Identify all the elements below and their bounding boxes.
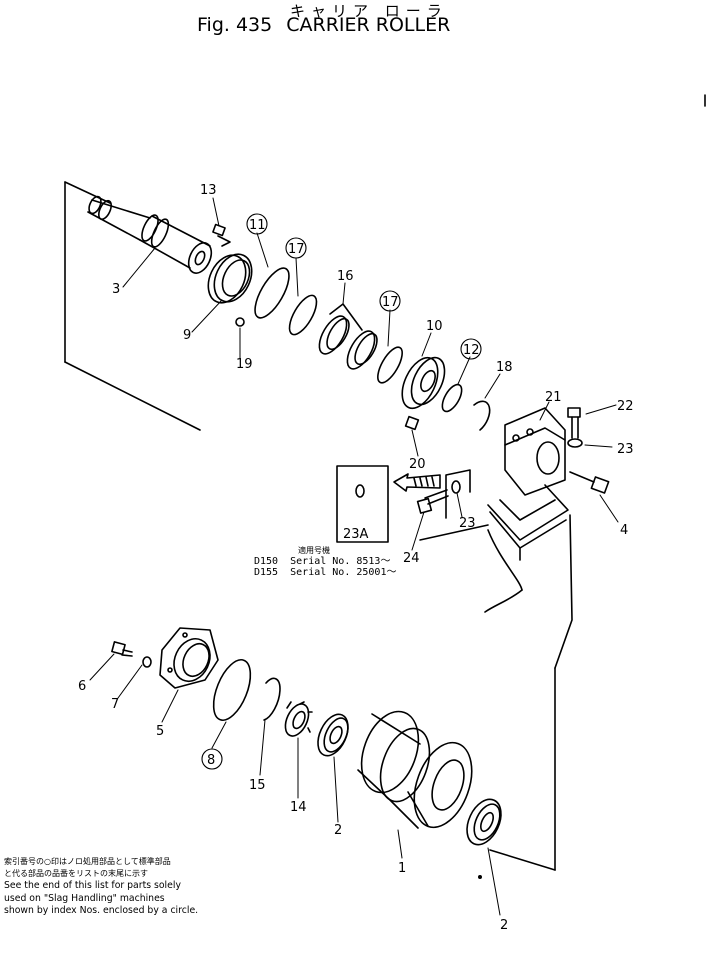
- footnote-jp-1: 索引番号の○印はノロ処用部品として標準部品: [4, 857, 171, 866]
- applicable-serial-table: 適用号機 D150 Serial No. 8513～ D155 Serial N…: [254, 545, 396, 578]
- serial-row: D155 Serial No. 25001～: [254, 567, 397, 578]
- figure-name: CARRIER ROLLER: [286, 14, 451, 36]
- callout-13: 13: [200, 183, 217, 198]
- callout-15: 15: [249, 778, 266, 793]
- callout-17: 17: [288, 242, 305, 257]
- callout-9: 9: [183, 328, 191, 343]
- callout-17: 17: [382, 295, 399, 310]
- floating-seal-16: [318, 303, 378, 370]
- bolt-4: [569, 471, 610, 494]
- figure-number: Fig. 435: [197, 14, 273, 36]
- washer-23-lower: [451, 480, 461, 494]
- o-ring-12: [441, 383, 463, 413]
- frame-lines-mid: [419, 514, 573, 871]
- footnote-jp-2: と代る部品の品番をリストの末尾に示す: [4, 869, 148, 879]
- o-ring-17a: [288, 294, 318, 336]
- footnote-en-2: used on "Slag Handling" machines: [4, 892, 165, 904]
- bolt-22: [567, 407, 581, 439]
- upper-frame-lines: [64, 94, 706, 431]
- callout-2: 2: [500, 918, 508, 933]
- callout-22: 22: [617, 399, 634, 414]
- footnote-en-1: See the end of this list for parts solel…: [4, 880, 181, 892]
- callout-5: 5: [156, 724, 164, 739]
- callout-10: 10: [426, 319, 443, 334]
- shaft-part: [87, 195, 213, 274]
- callout-23A: 23A: [343, 527, 369, 542]
- callout-16: 16: [337, 269, 354, 284]
- japanese-title: キャリア ローラ: [290, 2, 448, 20]
- callout-20: 20: [409, 457, 426, 472]
- leader-lines: [89, 197, 619, 916]
- washer-7: [142, 656, 152, 668]
- bearing-2-inner: [317, 713, 349, 757]
- callout-1: 1: [398, 861, 406, 876]
- o-ring-8: [212, 659, 252, 721]
- callout-12: 12: [463, 343, 480, 358]
- dot-mark: [477, 874, 482, 879]
- callout-18: 18: [496, 360, 513, 375]
- inset-box-23A: [336, 465, 389, 543]
- washer-23: [567, 438, 583, 448]
- bracket-23-lines: [445, 469, 471, 519]
- callout-circles: [201, 213, 482, 770]
- callout-21: 21: [545, 390, 562, 405]
- callout-6: 6: [78, 679, 86, 694]
- footnote: 索引番号の○印はノロ処用部品として標準部品 と代る部品の品番をリストの末尾に示す…: [4, 856, 198, 917]
- bolt-6: [111, 641, 133, 657]
- callout-8: 8: [207, 753, 215, 768]
- bearing-2-outer: [466, 798, 502, 846]
- snap-ring-15: [263, 677, 281, 721]
- footnote-en-3: shown by index Nos. enclosed by a circle…: [4, 904, 199, 916]
- collar-10: [401, 356, 446, 410]
- callout-23: 23: [617, 442, 634, 457]
- callout-19: 19: [236, 357, 253, 372]
- seal-ring-9: [207, 253, 253, 327]
- roller-1: [357, 710, 473, 829]
- serial-header: 適用号機: [298, 546, 330, 555]
- callout-2: 2: [334, 823, 342, 838]
- callout-14: 14: [290, 800, 307, 815]
- figure-title: Fig. 435 CARRIER ROLLER: [197, 14, 464, 36]
- lock-nut-14: [284, 701, 313, 737]
- pin-20: [404, 415, 420, 431]
- o-ring-17b: [377, 346, 403, 384]
- bracket-21: [487, 407, 569, 561]
- callout-3: 3: [112, 282, 120, 297]
- bolt-24: [416, 489, 449, 514]
- serial-row: D150 Serial No. 8513～: [254, 556, 391, 567]
- snap-ring-18: [473, 400, 491, 431]
- callout-7: 7: [111, 697, 119, 712]
- callout-11: 11: [249, 218, 266, 233]
- cover-5: [159, 627, 219, 689]
- hatched-arrow: [393, 473, 441, 492]
- o-ring-11: [254, 267, 290, 319]
- pin-13: [212, 223, 231, 247]
- callout-4: 4: [620, 523, 628, 538]
- callout-24: 24: [403, 551, 420, 566]
- callout-23: 23: [459, 516, 476, 531]
